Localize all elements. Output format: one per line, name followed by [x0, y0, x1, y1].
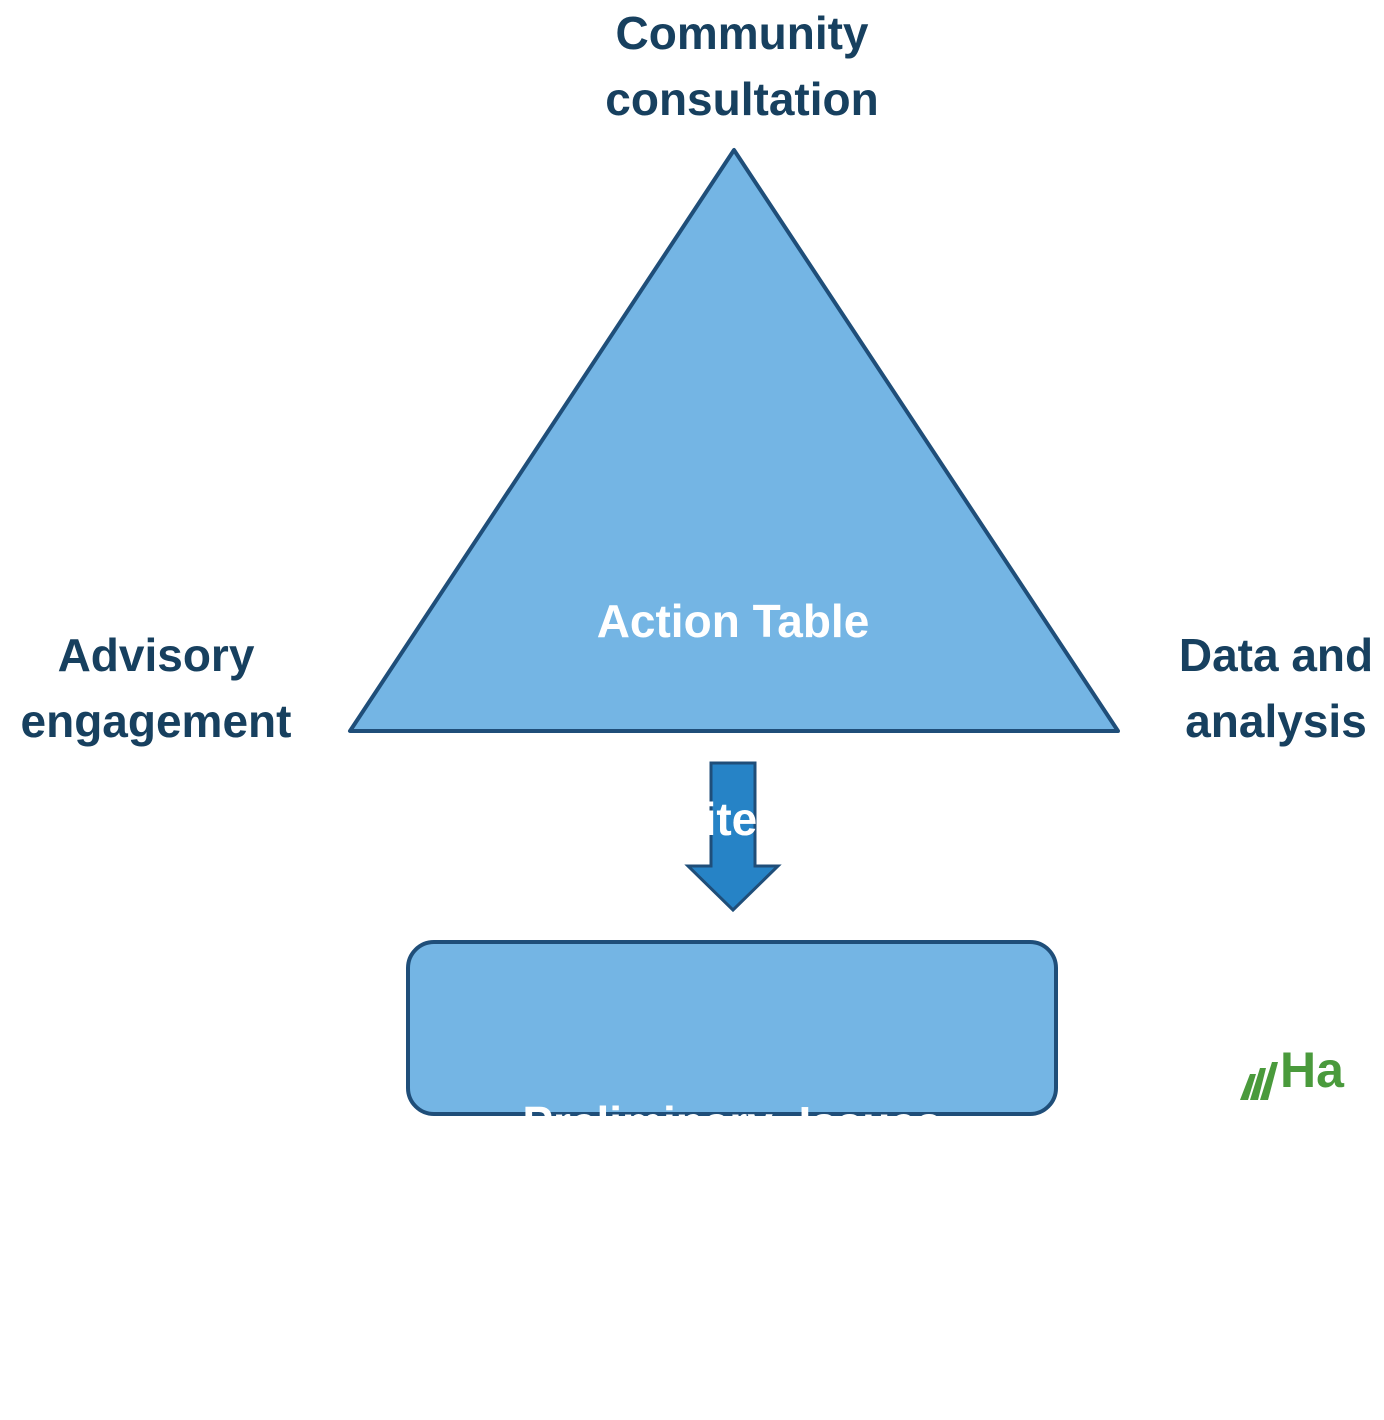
action-table-triangle — [348, 148, 1120, 733]
preliminary-issues-label: Preliminary Issues for Attention — [406, 958, 1058, 1420]
right-label-line-1: Data and — [1178, 629, 1374, 681]
result-line-2: for Attention — [594, 1295, 870, 1347]
top-label-line-2: consultation — [605, 73, 879, 125]
diagram-canvas — [348, 148, 1120, 913]
top-label-line-1: Community — [615, 7, 869, 59]
right-label-line-2: analysis — [1185, 695, 1367, 747]
community-consultation-label: Community consultation — [542, 0, 942, 132]
center-line-2: Criteria — [652, 793, 814, 845]
logo-mark-icon — [1240, 1062, 1278, 1100]
data-analysis-label: Data and analysis — [1158, 622, 1384, 754]
left-label-line-1: Advisory — [57, 629, 255, 681]
advisory-engagement-label: Advisory engagement — [0, 622, 312, 754]
center-line-1: Action Table — [596, 595, 870, 647]
preliminary-issues-box — [406, 940, 1058, 1116]
arrow-down-icon — [684, 761, 782, 913]
result-line-1: Preliminary Issues — [522, 1097, 942, 1149]
logo-text: Ha — [1280, 1042, 1344, 1098]
left-label-line-2: engagement — [20, 695, 292, 747]
action-table-criteria-label: Action Table Criteria — [533, 456, 933, 918]
logo: Ha — [1238, 1040, 1384, 1100]
